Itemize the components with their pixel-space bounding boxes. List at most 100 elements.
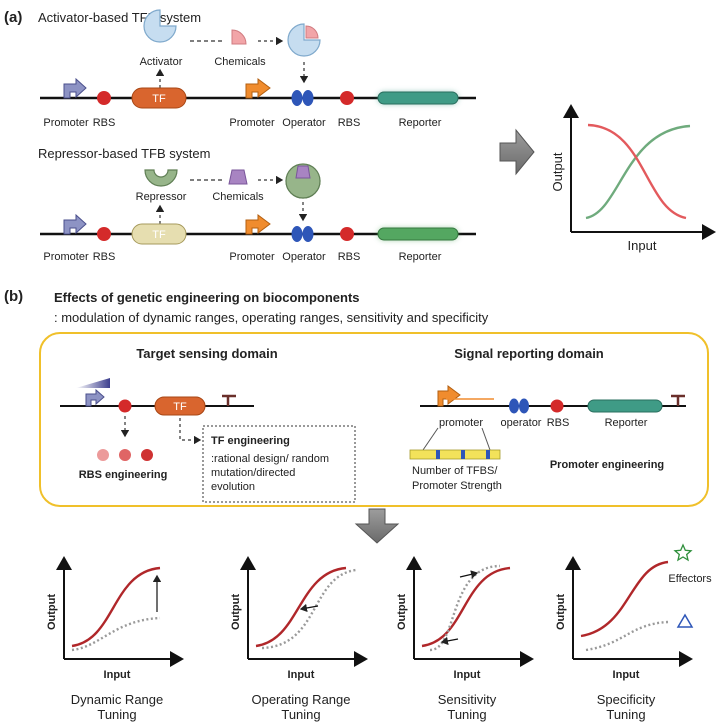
- tuned-curve: [585, 620, 669, 652]
- tf-gene: [131, 223, 187, 245]
- panel-b-subtitle: : modulation of dynamic ranges, operatin…: [54, 310, 489, 325]
- activator-system: Activator-based TFB system Activator Che…: [38, 9, 476, 129]
- repressor-protein-icon: [144, 169, 178, 187]
- x-axis-label: Input: [628, 238, 657, 253]
- rbs-icon: [340, 91, 354, 105]
- star-effector-icon: [673, 543, 693, 562]
- reporter-label: Reporter: [605, 417, 648, 429]
- operator-label: operator: [501, 417, 542, 429]
- promoter-arrow-icon: [63, 77, 87, 99]
- tf-engineering-line: mutation/directed: [211, 467, 295, 479]
- tf-engineering-line: evolution: [211, 481, 255, 493]
- y-axis-label: Output: [46, 594, 58, 630]
- x-axis-label: Input: [104, 669, 131, 681]
- tuning-plot-specificity: Effectors Output Input Specificity Tunin…: [555, 543, 712, 722]
- tfbs-site-icon: [461, 450, 465, 459]
- reference-curve: [255, 566, 347, 648]
- reporter-gene: [377, 91, 459, 105]
- promoter-label: promoter: [439, 417, 483, 429]
- plot-caption: Operating Range: [251, 692, 350, 707]
- x-axis-label: Input: [454, 669, 481, 681]
- terminator-icon: [671, 394, 685, 406]
- tuned-curve: [261, 568, 357, 650]
- y-axis-label: Output: [230, 594, 242, 630]
- operator-label: Operator: [282, 251, 326, 263]
- y-axis-label: Output: [550, 152, 565, 191]
- promoter-label: Promoter: [43, 251, 89, 263]
- strength-gradient-icon: [76, 378, 110, 388]
- target-domain-heading: Target sensing domain: [136, 346, 277, 361]
- promoter-arrow-icon: [245, 78, 271, 99]
- rbs-label: RBS: [338, 251, 361, 263]
- rbs-label: RBS: [93, 251, 116, 263]
- x-axis-label: Input: [288, 669, 315, 681]
- chemical-inducer-icon: [228, 169, 248, 185]
- tfbs-site-icon: [486, 450, 490, 459]
- rbs-label: RBS: [338, 117, 361, 129]
- response-graph: Output Input: [550, 104, 716, 253]
- panel-b-label: (b): [4, 288, 23, 305]
- plot-caption: Tuning: [97, 707, 136, 722]
- plot-caption: Specificity: [597, 692, 656, 707]
- rbs-variant-icon: [119, 449, 131, 461]
- activator-protein-icon: [143, 9, 177, 43]
- reference-curve: [421, 566, 511, 648]
- rbs-icon: [340, 227, 354, 241]
- tf-label: TF: [152, 229, 166, 241]
- tuning-plot-dynamic-range: Output Input Dynamic Range Tuning: [46, 556, 184, 722]
- tf-engineering-line: :rational design/ random: [211, 453, 329, 465]
- tf-label: TF: [152, 93, 166, 105]
- promoter-arrow-icon: [245, 214, 271, 235]
- activator-label: Activator: [140, 56, 183, 68]
- activator-chemicals-label: Chemicals: [214, 56, 266, 68]
- signal-reporting-domain: Signal reporting domain promoter operato…: [409, 346, 686, 492]
- tf-label: TF: [173, 401, 187, 413]
- promoter-arrow-icon: [85, 388, 105, 407]
- tuning-plot-operating-range: Output Input Operating Range Tuning: [230, 556, 368, 722]
- result-arrow-icon: [354, 508, 400, 544]
- y-axis-label: Output: [396, 594, 408, 630]
- plot-caption: Tuning: [447, 707, 486, 722]
- operator-label: Operator: [282, 117, 326, 129]
- x-axis-label: Input: [613, 669, 640, 681]
- tfbs-site-icon: [436, 450, 440, 459]
- shift-arrow: [459, 570, 479, 579]
- signal-domain-heading: Signal reporting domain: [454, 346, 604, 361]
- activator-response-curve: [585, 124, 691, 220]
- tuning-plot-sensitivity: Output Input Sensitivity Tuning: [396, 556, 534, 722]
- reporter-label: Reporter: [399, 251, 442, 263]
- plot-caption: Sensitivity: [438, 692, 497, 707]
- chemical-wedge-icon: [231, 29, 247, 45]
- effectors-label: Effectors: [668, 573, 712, 585]
- rbs-icon: [97, 227, 111, 241]
- reference-curve: [71, 566, 161, 648]
- repressor-response-curve: [587, 123, 687, 220]
- tf-gene: [154, 396, 206, 416]
- reporter-gene: [587, 399, 663, 413]
- tuned-curve: [71, 616, 161, 652]
- tf-engineering-box: [202, 425, 356, 503]
- shift-arrow: [299, 603, 319, 613]
- promoter-sequence-bar: [409, 449, 501, 460]
- reference-curve: [580, 560, 669, 638]
- promoter-caption: Promoter Strength: [412, 480, 502, 492]
- panel-a-label: (a): [4, 9, 22, 26]
- promoter-arrow-icon: [63, 213, 87, 235]
- tf-engineering-title: TF engineering: [211, 435, 290, 447]
- rbs-label: RBS: [93, 117, 116, 129]
- rbs-label: RBS: [547, 417, 570, 429]
- plot-caption: Dynamic Range: [71, 692, 164, 707]
- operator-icon: [509, 398, 519, 414]
- operator-icon: [291, 90, 303, 106]
- plot-caption: Tuning: [281, 707, 320, 722]
- promoter-engineering-label: Promoter engineering: [550, 459, 664, 471]
- repressor-label: Repressor: [136, 191, 187, 203]
- repressor-chemicals-label: Chemicals: [212, 191, 264, 203]
- tf-engineering-arrow: [179, 418, 202, 445]
- rbs-variant-icon: [141, 449, 153, 461]
- rbs-icon: [118, 399, 132, 413]
- repressor-chemical-complex-icon: [285, 163, 321, 199]
- rbs-icon: [550, 399, 564, 413]
- repressor-system-title: Repressor-based TFB system: [38, 146, 210, 161]
- panel-b-title: Effects of genetic engineering on biocom…: [54, 290, 360, 305]
